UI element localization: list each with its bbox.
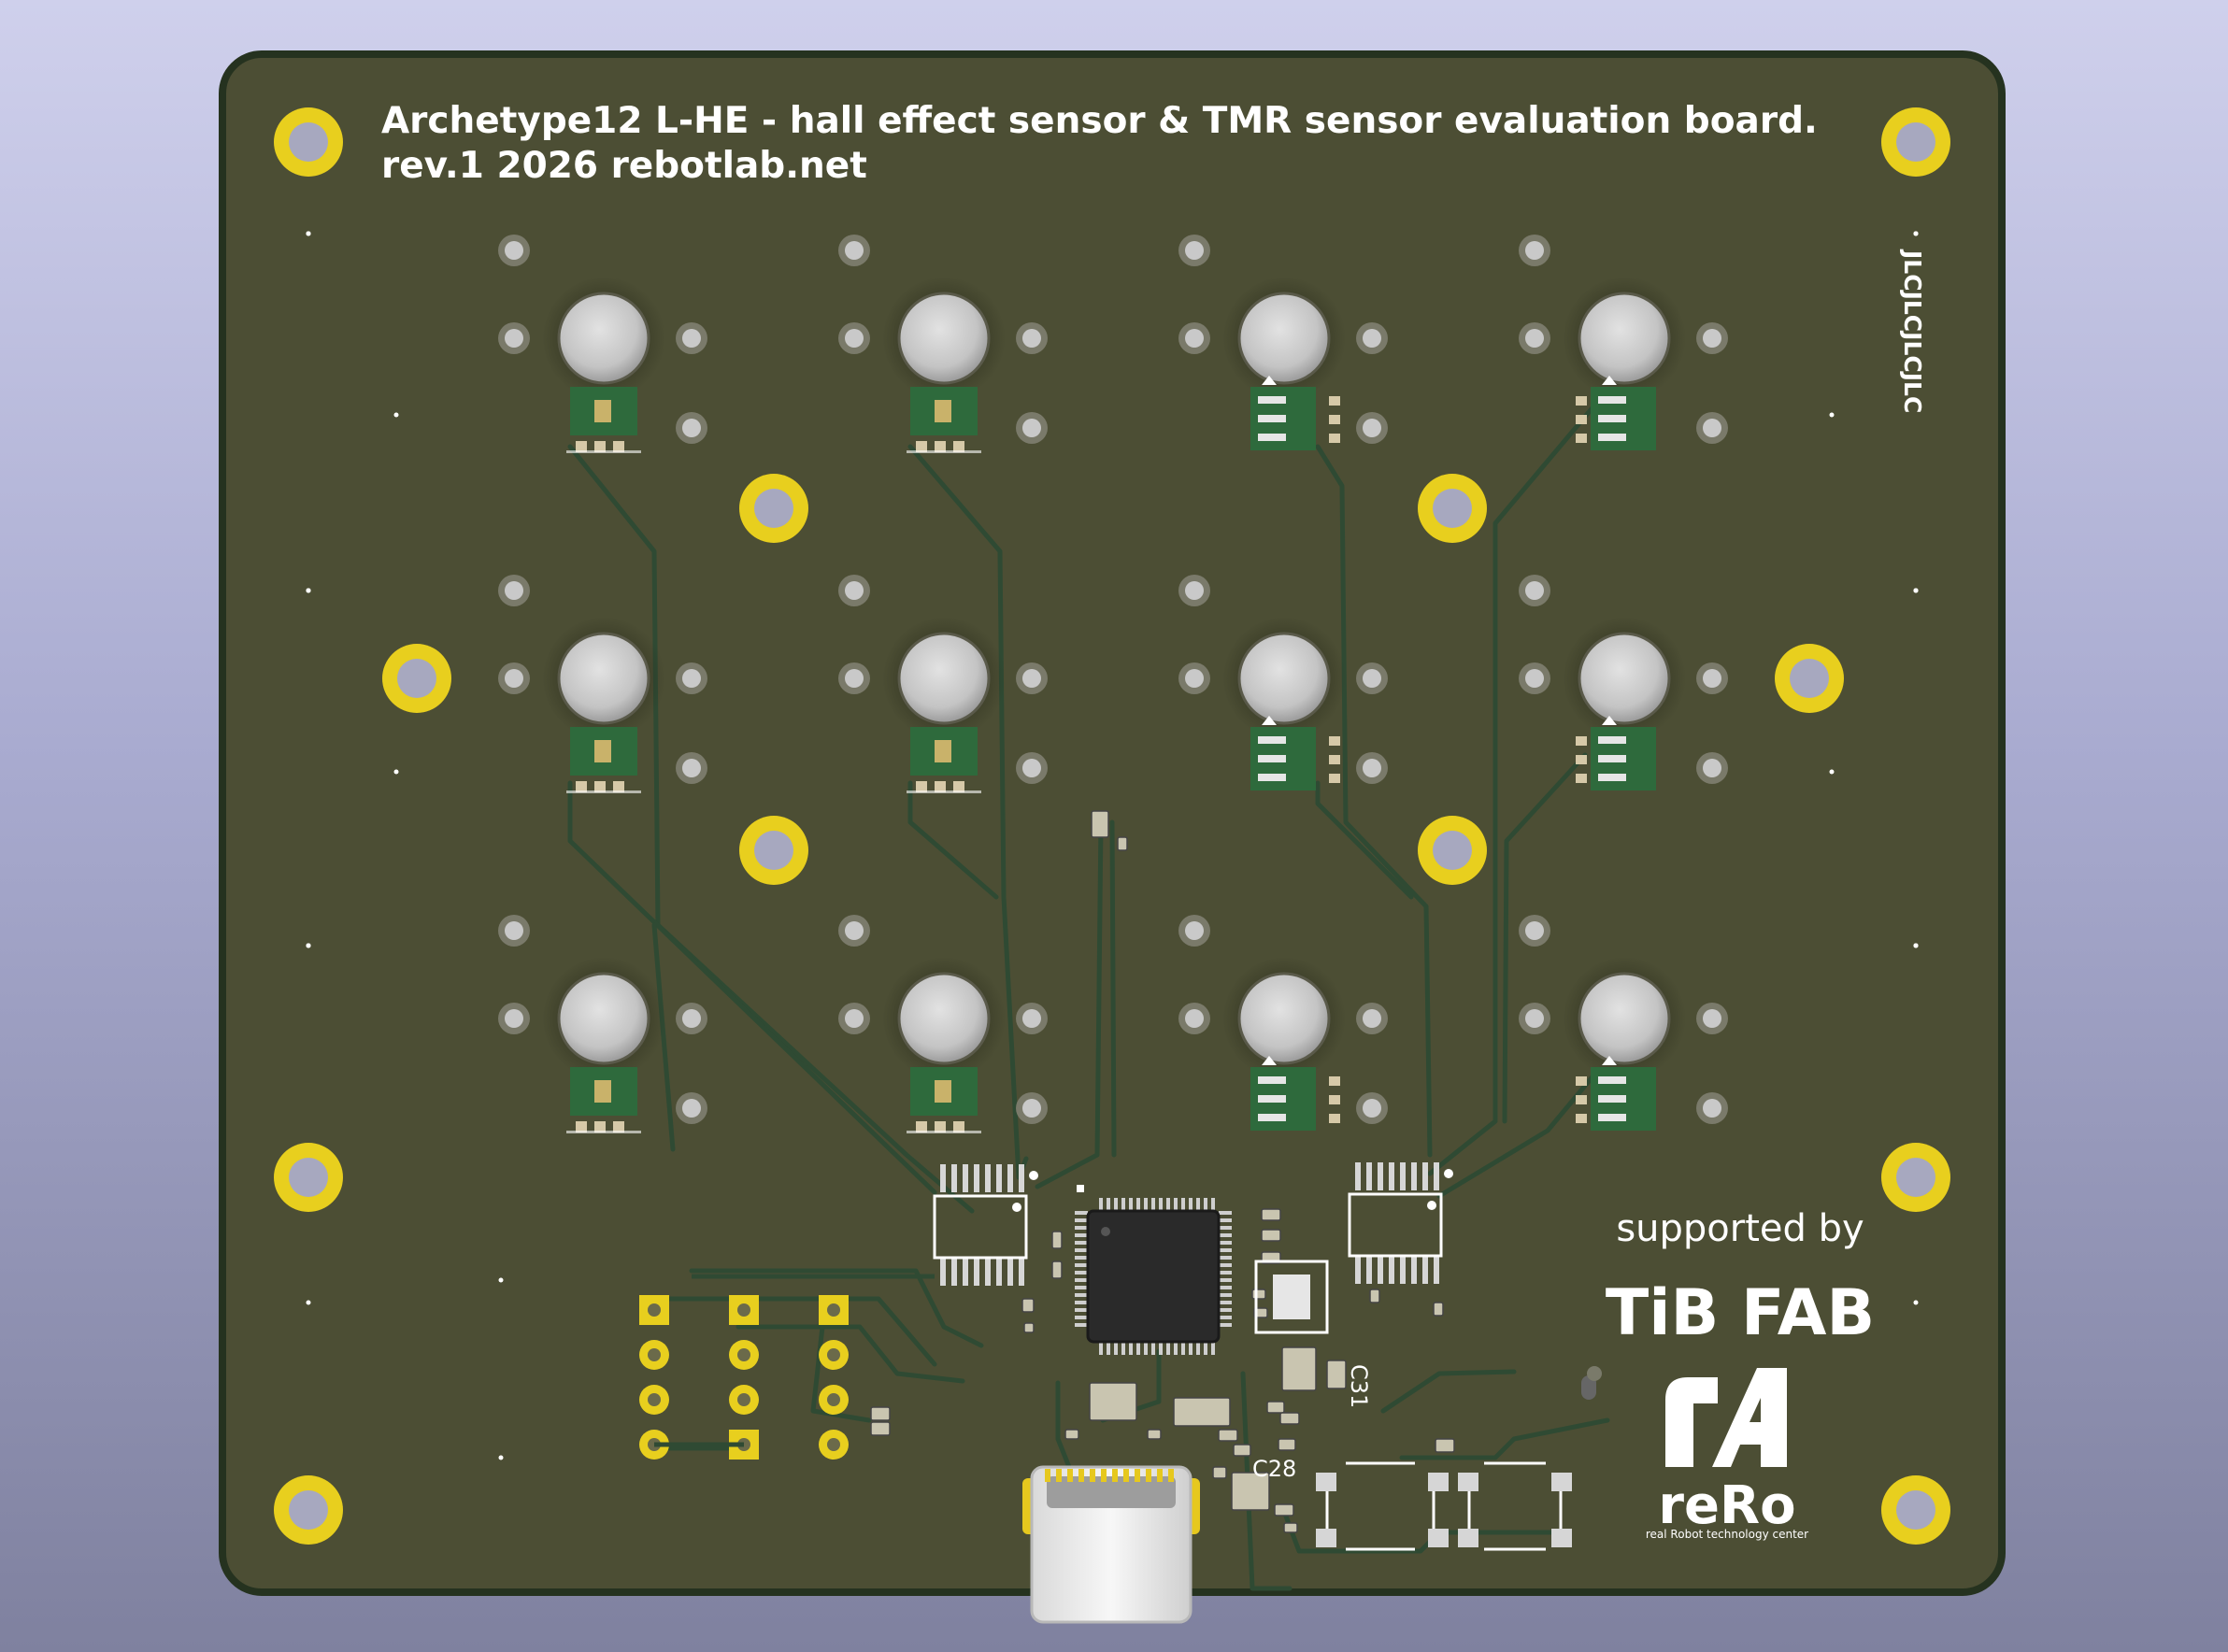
- header-pin: [819, 1430, 849, 1460]
- header-pin: [639, 1340, 669, 1370]
- key-switch: [1519, 575, 1728, 790]
- supported-by-text: supported by: [1616, 1207, 1864, 1250]
- mounting-hole: [1881, 1143, 1950, 1212]
- mounting-hole: [739, 474, 808, 543]
- header-pin: [819, 1295, 849, 1325]
- mounting-hole: [382, 644, 451, 713]
- mounting-hole: [1881, 1475, 1950, 1545]
- mcu-chip: [1075, 1185, 1232, 1355]
- mounting-hole: [274, 107, 343, 177]
- mounting-hole: [1418, 816, 1487, 885]
- header-pin: [639, 1295, 669, 1325]
- mounting-hole: [1775, 644, 1844, 713]
- header-pin: [729, 1340, 759, 1370]
- switch-footprints: [498, 235, 1728, 1133]
- key-switch: [498, 915, 707, 1133]
- mounting-hole: [1418, 474, 1487, 543]
- key-switch: [1178, 575, 1388, 790]
- tib-fab-logo-text: TiB FAB: [1606, 1276, 1875, 1350]
- key-switch: [498, 235, 707, 453]
- tactile-button-right: [1467, 1461, 1563, 1551]
- key-switch: [1519, 235, 1728, 450]
- mounting-hole: [739, 816, 808, 885]
- header-pin: [819, 1385, 849, 1415]
- usb-c-connector-icon: [1022, 1465, 1200, 1624]
- silk-label-c31: C31: [1346, 1364, 1372, 1408]
- soic-chip: [933, 1164, 1038, 1286]
- key-switch: [1178, 235, 1388, 450]
- mounting-holes: [274, 107, 1950, 1545]
- jlc-order-mark: JLCJLCJLCJLC: [1899, 249, 1926, 413]
- board-title-line2: rev.1 2026 rebotlab.net: [381, 145, 867, 187]
- soic-chip: [1348, 1162, 1453, 1284]
- multiplexer-chips: [933, 1162, 1453, 1286]
- silk-dots: [306, 231, 1919, 1460]
- mounting-hole: [274, 1475, 343, 1545]
- rero-wordmark: reRo: [1658, 1475, 1795, 1536]
- mounting-hole: [1881, 107, 1950, 177]
- key-switch: [838, 235, 1048, 453]
- key-switch: [1178, 915, 1388, 1131]
- pin-header: [639, 1274, 935, 1460]
- rero-tagline: real Robot technology center: [1646, 1528, 1808, 1541]
- header-pin: [819, 1340, 849, 1370]
- rA-logo-icon: [1665, 1368, 1787, 1467]
- key-switch: [838, 915, 1048, 1133]
- header-pin: [729, 1295, 759, 1325]
- key-switch: [1519, 915, 1728, 1131]
- key-switch: [498, 575, 707, 793]
- board-title-line1: Archetype12 L-HE - hall effect sensor & …: [381, 100, 1818, 142]
- mounting-hole: [274, 1143, 343, 1212]
- header-pin: [639, 1385, 669, 1415]
- header-pin: [729, 1385, 759, 1415]
- silk-label-c28: C28: [1252, 1456, 1296, 1482]
- passive-components: [870, 810, 1455, 1533]
- key-switch: [838, 575, 1048, 793]
- tactile-button-left: [1325, 1461, 1435, 1551]
